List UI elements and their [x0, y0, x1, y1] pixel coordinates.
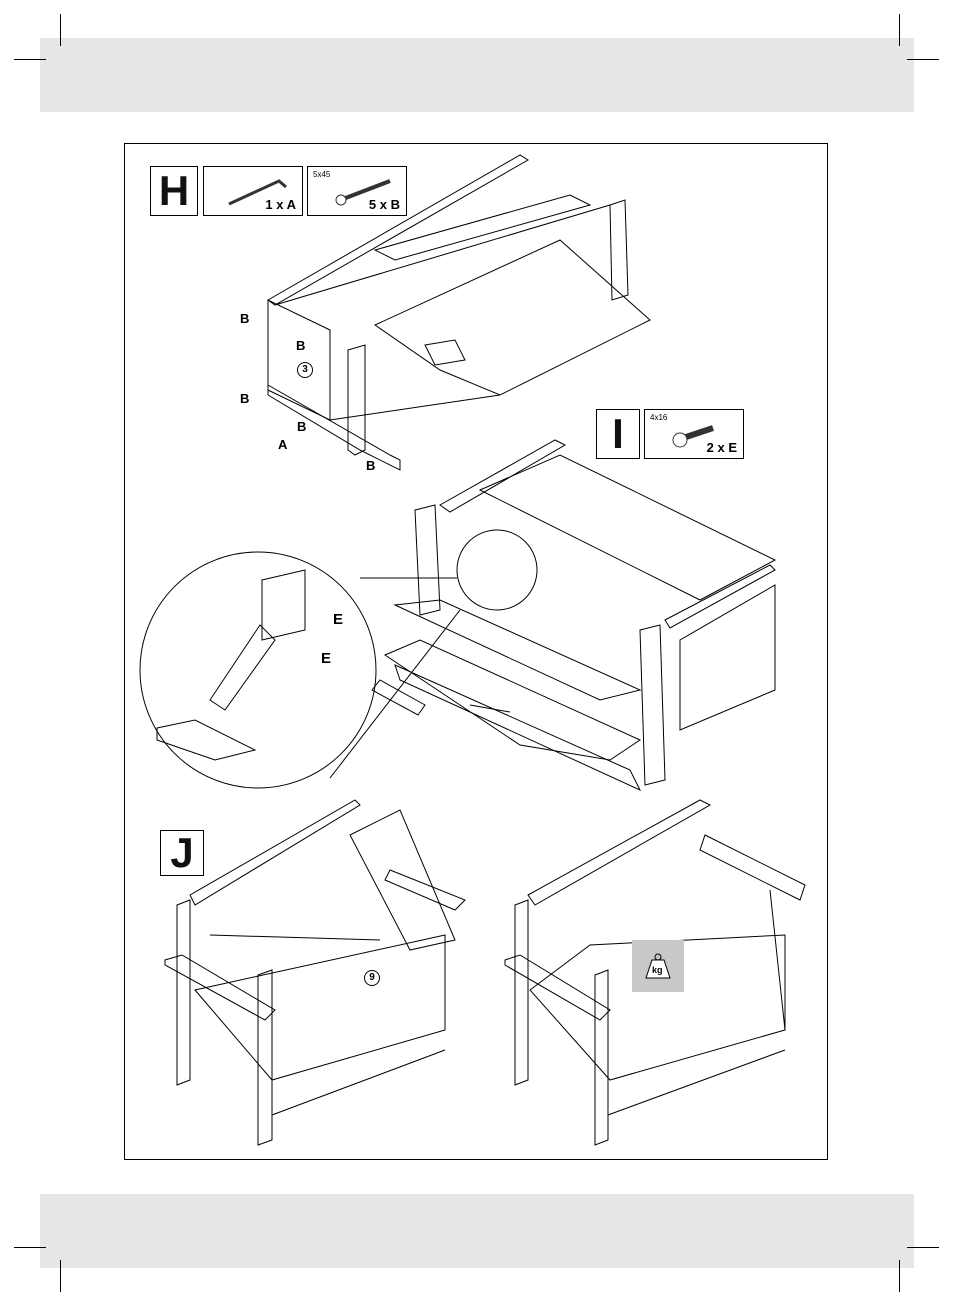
part-label-e: E: [333, 611, 344, 628]
part-e-quantity: 2 x E: [706, 440, 737, 455]
crop-mark: [60, 14, 61, 46]
instruction-frame: [124, 143, 828, 1160]
footer-band: [40, 1194, 914, 1268]
step-j-label: J: [160, 829, 204, 876]
screw-icon: [335, 179, 391, 206]
part-label-b: B: [240, 311, 250, 326]
part-label-b: B: [297, 419, 307, 434]
crop-mark: [14, 1247, 46, 1248]
part-a-quantity: 1 x A: [265, 197, 296, 212]
crop-mark: [907, 59, 939, 60]
screw-icon: [672, 425, 714, 448]
callout-3: 3: [297, 362, 313, 378]
weight-warning-icon: kg: [632, 940, 684, 992]
part-label-b: B: [296, 338, 306, 353]
header-band: [40, 38, 914, 112]
part-e-screw-box: 4x16 2 x E: [644, 409, 744, 459]
part-e-size: 4x16: [650, 413, 668, 422]
part-b-screw-box: 5x45 5 x B: [307, 166, 407, 216]
crop-mark: [14, 59, 46, 60]
weight-icon-label: kg: [652, 965, 663, 975]
crop-mark: [907, 1247, 939, 1248]
part-b-size: 5x45: [313, 170, 331, 179]
part-label-b: B: [366, 458, 376, 473]
crop-mark: [899, 14, 900, 46]
allen-key-icon: [228, 179, 287, 206]
part-label-b: B: [240, 391, 250, 406]
crop-mark: [899, 1260, 900, 1292]
step-j-open-bench: [164, 799, 466, 1146]
step-h-illustration: [267, 154, 651, 471]
step-i-label: I: [596, 409, 640, 459]
part-label-e: E: [321, 650, 332, 667]
part-a-allen-key-box: 1 x A: [203, 166, 303, 216]
part-label-a: A: [278, 437, 288, 452]
step-i-illustration: [139, 439, 777, 792]
callout-9: 9: [364, 970, 380, 986]
step-h-label: H: [150, 166, 198, 216]
part-b-quantity: 5 x B: [368, 197, 400, 212]
step-j-closed-bench: [504, 799, 806, 1146]
crop-mark: [60, 1260, 61, 1292]
weight-icon: [645, 953, 671, 979]
